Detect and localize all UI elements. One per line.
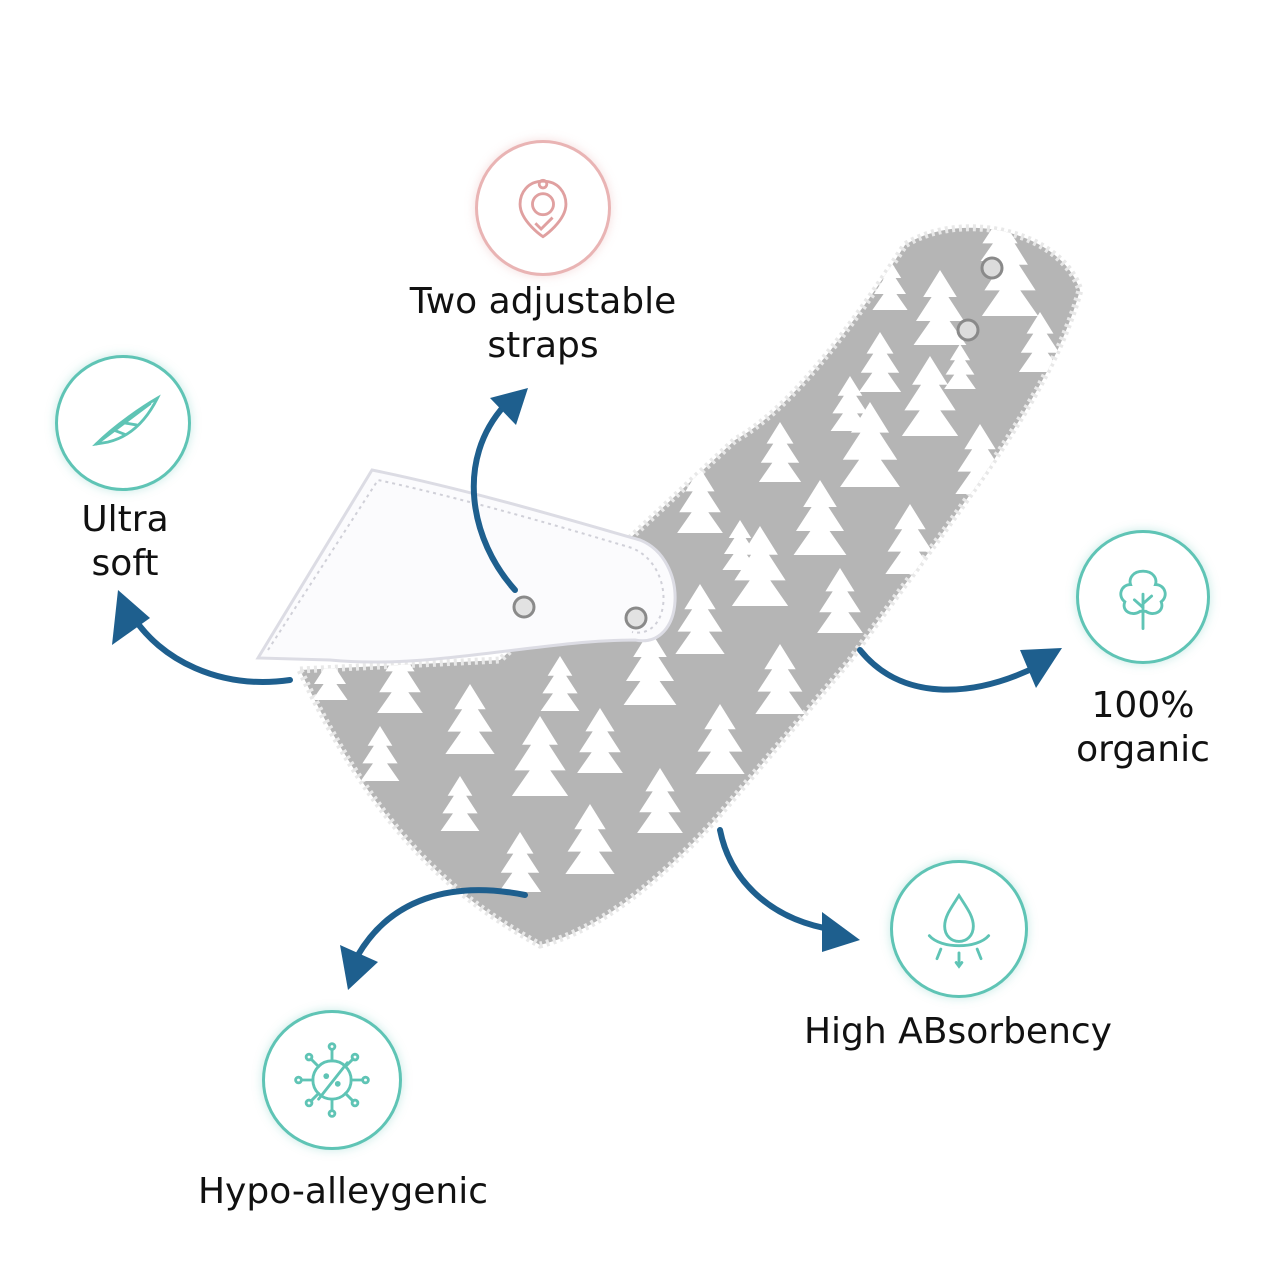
tree-pattern-shape [830, 376, 870, 431]
tree-pattern-shape [872, 260, 908, 310]
tree-pattern-shape [695, 704, 745, 774]
tree-pattern-shape [675, 584, 725, 654]
arrowhead [340, 945, 378, 990]
arrowhead [1020, 648, 1062, 688]
tree-pattern-shape [445, 684, 495, 754]
feature-label-hypo: Hypo-alleygenic [197, 1171, 489, 1212]
feature-badge-organic [1076, 530, 1210, 664]
tree-pattern-shape [565, 804, 615, 874]
tree-pattern-shape [981, 236, 1039, 316]
arrowhead [822, 912, 860, 952]
snap-button [956, 318, 980, 342]
tree-pattern-shape [901, 356, 959, 436]
tree-pattern-shape [360, 726, 400, 781]
tree-icon [1119, 569, 1167, 630]
tree-pattern-shape [498, 832, 542, 892]
water-drop-icon [927, 892, 991, 969]
tree-pattern-shape [440, 776, 480, 831]
arrow-to-soft [129, 612, 293, 685]
virus-blocked-icon [294, 1042, 370, 1118]
feature-label-straps: Two adjustable straps [409, 281, 677, 366]
feature-label-absorbency: High ABsorbency [803, 1011, 1112, 1052]
feature-label-soft: Ultra soft [81, 499, 169, 584]
tree-pattern-shape [755, 644, 805, 714]
arrow-to-organic [857, 647, 1043, 693]
tree-pattern-shape [511, 716, 569, 796]
feature-badge-soft [55, 355, 191, 491]
tree-pattern-shape [980, 227, 1020, 261]
tree-pattern-shape [677, 468, 723, 533]
tree-pattern-shape [577, 708, 623, 773]
feature-badge-absorbency [890, 860, 1028, 998]
bib-body [300, 227, 1080, 945]
tree-pattern-shape [623, 630, 677, 705]
tree-pattern-shape [913, 270, 967, 345]
tree-pattern-shape [731, 526, 789, 606]
snap-button [624, 606, 648, 630]
tree-pattern-shape [540, 656, 580, 711]
feature-badge-hypo [262, 1010, 402, 1150]
snap-pin-icon [518, 178, 568, 239]
tree-pattern-shape [758, 422, 802, 482]
tree-pattern-shape [817, 568, 863, 633]
snap-button [980, 256, 1004, 280]
tree-pattern-shape [793, 480, 847, 555]
feature-badge-straps [475, 140, 611, 276]
arrow-to-absorbency [717, 827, 838, 933]
tree-pattern-shape [858, 332, 902, 392]
tree-pattern-shape [944, 344, 976, 389]
feature-label-organic: 100% organic [1076, 685, 1210, 770]
tree-pattern-shape [312, 650, 348, 700]
tree-pattern-shape [840, 402, 900, 487]
feather-icon [92, 394, 161, 447]
bib-strap [255, 468, 677, 664]
tree-pattern-shape [637, 768, 683, 833]
arrowhead [490, 388, 528, 425]
arrow-to-straps [470, 402, 518, 593]
tree-pattern-shape [1018, 312, 1062, 372]
tree-pattern-shape [377, 648, 423, 713]
snap-button [512, 595, 536, 619]
tree-pattern-shape [885, 504, 935, 574]
tree-pattern-shape [722, 520, 758, 570]
arrow-to-hypo [355, 887, 528, 958]
arrowhead [112, 590, 150, 645]
